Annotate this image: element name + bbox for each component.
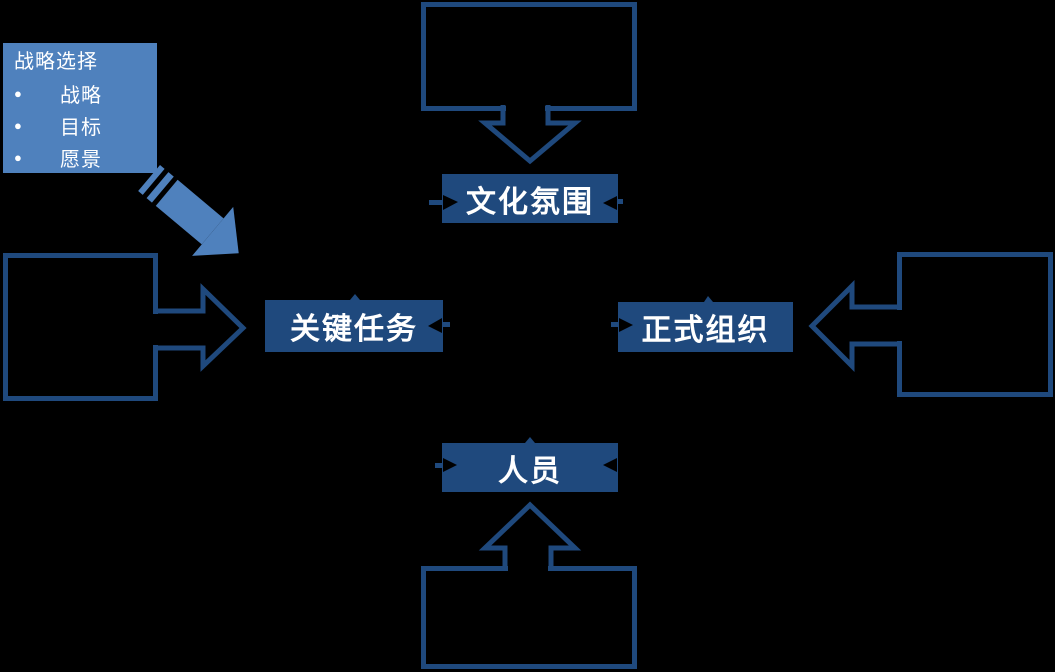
up-hollow-arrow-icon — [478, 501, 582, 568]
strategy-bullet-label: 愿景 — [60, 148, 102, 171]
empty-box-top — [421, 2, 637, 111]
down-hollow-arrow-icon — [478, 105, 582, 165]
bullet-icon: ● — [14, 117, 22, 133]
strategy-bullet-row: ● 战略 — [14, 77, 157, 109]
strategy-bullet-row: ● 愿景 — [14, 141, 157, 173]
empty-box-right — [897, 252, 1053, 397]
empty-box-bottom — [421, 566, 637, 669]
left-hollow-arrow-icon — [808, 279, 900, 373]
empty-box-left — [3, 253, 158, 401]
label-people: 人员 — [442, 443, 618, 492]
bullet-icon: ● — [14, 85, 22, 101]
strategy-bullet-row: ● 目标 — [14, 109, 157, 141]
label-key-tasks: 关键任务 — [265, 300, 443, 352]
bullet-icon: ● — [14, 149, 22, 165]
strategy-selection-box: 战略选择 ● 战略 ● 目标 ● 愿景 — [3, 43, 157, 173]
right-hollow-arrow-icon — [155, 283, 247, 372]
strategy-box-title: 战略选择 — [14, 51, 98, 73]
label-formal-organization: 正式组织 — [618, 302, 793, 352]
label-culture-climate: 文化氛围 — [442, 174, 618, 223]
strategy-bullet-label: 战略 — [60, 84, 102, 107]
strategy-bullet-label: 目标 — [60, 116, 102, 139]
